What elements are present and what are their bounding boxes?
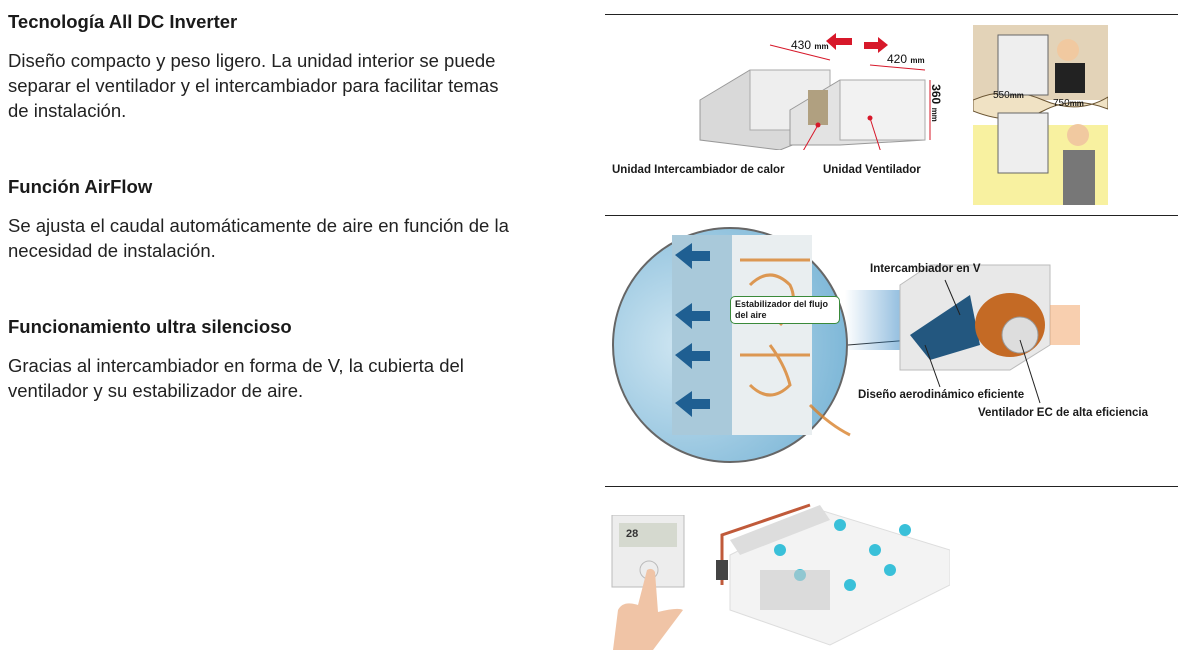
unit: mm [814,42,829,51]
heading-airflow: Función AirFlow [8,176,153,197]
divider [605,14,1178,15]
heading-silent: Funcionamiento ultra silencioso [8,316,292,337]
label-heat-exchanger-unit: Unidad Intercambiador de calor [612,164,785,176]
unit: mm [929,107,939,122]
installation-illustration [973,25,1108,205]
separation-arrows-icon [826,33,888,53]
label-ec-fan: Ventilador EC de alta eficiencia [978,407,1149,419]
divider [605,486,1178,487]
dim-550: 550 [993,90,1010,101]
divider [605,215,1178,216]
body-airflow: Se ajusta el caudal automáticamente de a… [8,215,509,261]
unit: mm [910,56,925,65]
thermostat-display: 28 [626,528,639,540]
dim-420: 420 [887,52,908,66]
unit: mm [1009,91,1024,100]
label-aerodynamic-design: Diseño aerodinámico eficiente [858,389,1025,401]
heading-dc-inverter: Tecnología All DC Inverter [8,11,238,32]
duct-units-illustration [699,44,931,150]
office-illustration [716,503,950,646]
label-v-exchanger: Intercambiador en V [870,263,981,275]
callout-air-stabilizer: Estabilizador del flujo del aire [730,296,840,324]
thermostat-illustration [611,515,685,650]
label-fan-unit: Unidad Ventilador [823,164,921,176]
airflow-illustration [612,227,1080,463]
body-dc-inverter: Diseño compacto y peso ligero. La unidad… [8,50,499,121]
dim-360: 360 [928,84,943,105]
dim-430: 430 [791,38,812,52]
body-silent: Gracias al intercambiador en forma de V,… [8,355,464,401]
dim-750: 750 [1053,98,1070,109]
unit: mm [1069,99,1084,108]
